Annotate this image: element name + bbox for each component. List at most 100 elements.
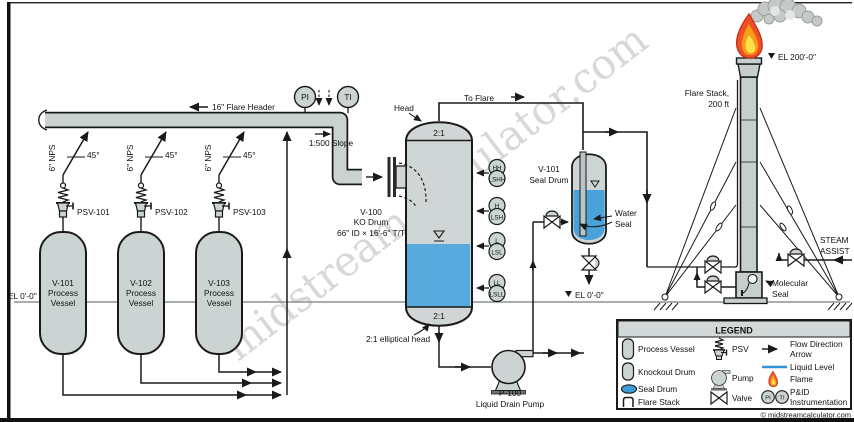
psv-103-icon (211, 174, 230, 233)
vessel-tag: V-101 (52, 278, 74, 288)
inlet-diverter-dashed (398, 195, 417, 208)
el-marker (768, 53, 775, 59)
anchor-hatching (653, 302, 853, 311)
flare-header-pipe (38, 109, 362, 186)
flare-stack (735, 57, 763, 273)
vessel-tag: V-103 (208, 278, 230, 288)
level-lshh: LSHH (489, 177, 506, 184)
overhead-gas-lines (438, 80, 739, 288)
makeup-valve-actuator (545, 210, 559, 217)
inlet-diverter-dashed (398, 162, 427, 205)
slope-label: 1:500 Slope (309, 138, 354, 148)
legend-pi-text: PI (765, 396, 771, 402)
to-flare-label: To Flare (464, 93, 494, 103)
psv-101-label: PSV-101 (77, 207, 110, 217)
left-border (7, 2, 11, 418)
vessel-label: Vessel (51, 298, 76, 308)
stack-valve-upper (704, 260, 722, 274)
flare-header-label: 16" Flare Header (212, 102, 275, 112)
level-ll: LL (493, 280, 501, 287)
seal-drum-drain (581, 248, 600, 285)
stack-base-plate (723, 297, 768, 305)
flare-tip-collar (735, 57, 763, 65)
ko-drum-tag: V-100 (360, 207, 382, 217)
molecular-seal-label: Seal (772, 289, 789, 299)
psv-103-label: PSV-103 (233, 207, 266, 217)
guy-wires (661, 107, 843, 301)
legend-pump-label: Pump (732, 373, 754, 383)
el-marker (565, 291, 572, 297)
elliptical-head-leader (413, 323, 430, 336)
flare-stack-label: Flare Stack, (685, 88, 729, 98)
pipe-break-symbol (38, 109, 48, 131)
temperature-indicator: TI (336, 85, 360, 113)
vessel-label: Vessel (207, 298, 232, 308)
legend-process-vessel-icon (621, 338, 635, 360)
head-leader (408, 112, 422, 122)
drain-lines (62, 131, 292, 400)
stack-valve-lower-actuator (706, 275, 720, 282)
vessel-label: Process (126, 288, 156, 298)
legend-process-vessel-label: Process Vessel (638, 344, 695, 354)
level-lsll: LSLL (490, 292, 505, 299)
legend-seal-drum-label: Seal Drum (638, 384, 677, 394)
steam-valve (787, 253, 805, 267)
elliptical-head-label: 2:1 elliptical head (366, 334, 431, 344)
legend-ti-icon (775, 390, 789, 404)
water-seal-label: Water (615, 208, 637, 218)
smoke-plume (750, 0, 823, 27)
steam-valve-actuator (789, 248, 803, 255)
flare-tip (737, 63, 761, 78)
legend-pid-label2: Instrumentation (790, 397, 848, 407)
steam-label: STEAM (820, 235, 849, 245)
legend-flare-stack-label: Flare Stack (638, 397, 681, 407)
ko-drum-liquid (407, 244, 470, 307)
pump-piping (434, 222, 584, 372)
ko-drum: 2:1 2:1 (398, 121, 473, 327)
psv-laterals (62, 131, 245, 176)
legend-knockout-drum-icon (621, 362, 635, 381)
el-zero-mid-label: EL 0'-0" (575, 290, 604, 300)
pressure-indicator: PI (293, 85, 317, 113)
seal-drum (571, 151, 607, 245)
flare-stack-height: 200 ft (708, 99, 729, 109)
top-head-ratio: 2:1 (433, 128, 445, 138)
water-seal-leader (579, 221, 613, 231)
steam-assist-line (775, 253, 852, 265)
legend-pid-label: P&ID (790, 387, 809, 397)
copyright-text: © midstreamcalculator.com (760, 411, 851, 420)
legend-flow-direction-label: Flow Direction (790, 339, 843, 349)
nps-label: 6" NPS (203, 144, 213, 171)
nps-label: 6" NPS (47, 144, 57, 171)
psv-102-label: PSV-102 (155, 207, 188, 217)
molecular-seal (723, 271, 768, 305)
legend-valve-label: Valve (732, 393, 753, 403)
vessel-label: Process (48, 288, 78, 298)
level-h: H (495, 203, 500, 210)
level-l: L (495, 238, 499, 245)
angle-label: 45° (165, 150, 178, 160)
legend-flare-stack-icon (622, 396, 634, 407)
top-border (7, 2, 852, 4)
process-vessel-v103: V-103 Process Vessel (195, 231, 243, 355)
water-seal-leader (593, 214, 613, 222)
water-seal-label: Seal (615, 219, 632, 229)
legend-flow-direction-label2: Arrow (790, 349, 813, 359)
ko-drum-size: 66" ID × 16'-6" T/T (337, 228, 405, 238)
inlet-flange (387, 157, 391, 197)
molecular-seal-label: Molecular (772, 278, 808, 288)
seal-drum-water (573, 190, 605, 240)
angle-label: 45° (243, 150, 256, 160)
ko-drum-name: KO Drum (354, 217, 389, 227)
process-vessel-v102: V-102 Process Vessel (117, 231, 165, 355)
dip-tube (579, 151, 587, 237)
level-lsh: LSH (491, 215, 504, 222)
bottom-border (0, 418, 854, 422)
level-hh: HH (492, 165, 502, 172)
vessel-tag: V-102 (130, 278, 152, 288)
water-level-mark (590, 180, 600, 188)
process-vessel-v101: V-101 Process Vessel (39, 231, 87, 355)
pump-tag: P-100 (499, 388, 522, 398)
vessel-label: Process (204, 288, 234, 298)
